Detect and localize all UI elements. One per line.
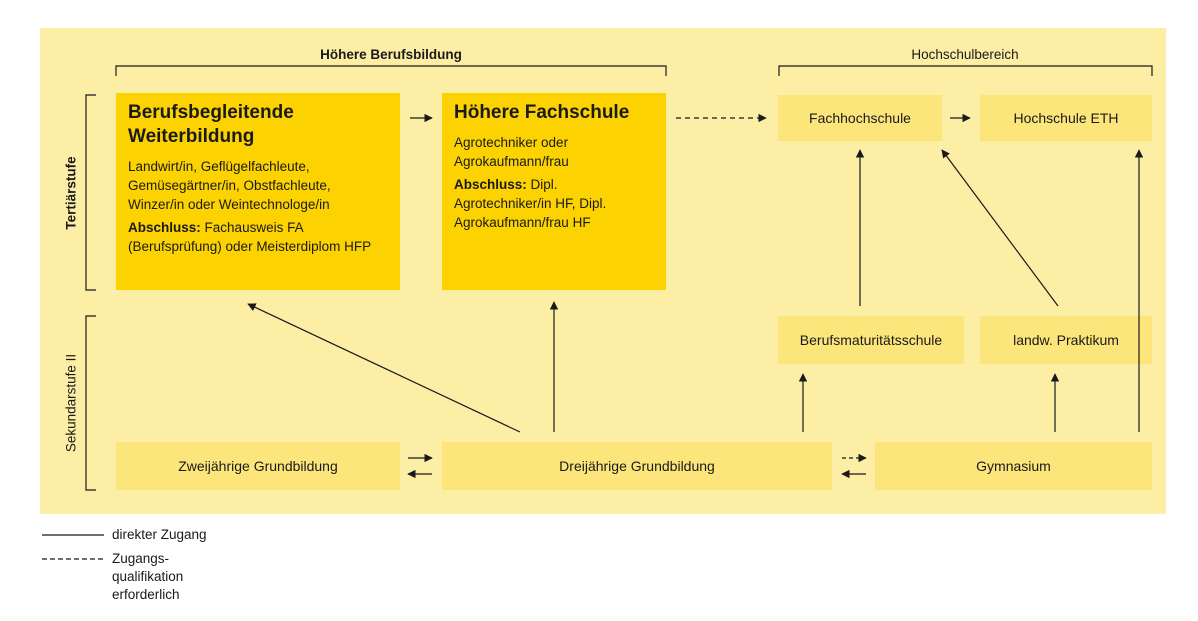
arrow-praktikum-to-fh (941, 149, 1059, 307)
abschluss-text: Dipl. Agrotechniker/in HF, Dipl. Agrokau… (454, 177, 607, 230)
arrow-drei-to-weiterbildung (247, 303, 521, 433)
legend-line-1: Zugangs- (112, 551, 170, 566)
box-berufsbegleitende-weiterbildung: Berufsbegleitende Weiterbildung Landwirt… (116, 93, 400, 290)
legend-line-3: erforderlich (112, 587, 180, 602)
legend-line-2: qualifikation (112, 569, 184, 584)
header-hoehere-berufsbildung: Höhere Berufsbildung (320, 47, 462, 62)
header-hochschulbereich: Hochschulbereich (911, 47, 1019, 62)
box-landw-praktikum: landw. Praktikum (980, 316, 1152, 364)
box-dreijaehrige-grundbildung: Dreijährige Grundbildung (442, 442, 832, 490)
abschluss-label: Abschluss: (128, 220, 201, 235)
abschluss-text: Fachausweis FA (Berufsprüfung) oder Meis… (128, 220, 372, 254)
abschluss-label: Abschluss: (454, 177, 527, 192)
box-hoehere-fachschule: Höhere Fachschule Agrotechniker oder Agr… (442, 93, 666, 290)
box-title: Höhere Fachschule (454, 102, 630, 123)
box-text: Landwirt/in, Geflügelfachleute, Gemüsegä… (128, 159, 331, 212)
box-zweijaehrige-grundbildung: Zweijährige Grundbildung (116, 442, 400, 490)
legend-zugangsqualifikation: Zugangs- qualifikation erforderlich (112, 550, 183, 604)
bracket-tertiaerstufe (85, 94, 96, 291)
box-title: Berufsbegleitende Weiterbildung (128, 102, 294, 147)
box-fachhochschule: Fachhochschule (778, 95, 942, 141)
box-text: Agrotechniker oder Agrokaufmann/frau (454, 135, 569, 169)
bracket-hochschulbereich (778, 65, 1153, 76)
bracket-hoehere-berufsbildung (115, 65, 667, 76)
box-hochschule-eth: Hochschule ETH (980, 95, 1152, 141)
legend-direkter-zugang: direkter Zugang (112, 527, 207, 542)
bracket-sekundarstufe (85, 315, 96, 491)
box-abschluss: Abschluss: Dipl. Agrotechniker/in HF, Di… (454, 175, 654, 232)
box-abschluss: Abschluss: Fachausweis FA (Berufsprüfung… (128, 218, 388, 256)
box-berufsmaturitaetsschule: Berufsmaturitätsschule (778, 316, 964, 364)
box-gymnasium: Gymnasium (875, 442, 1152, 490)
